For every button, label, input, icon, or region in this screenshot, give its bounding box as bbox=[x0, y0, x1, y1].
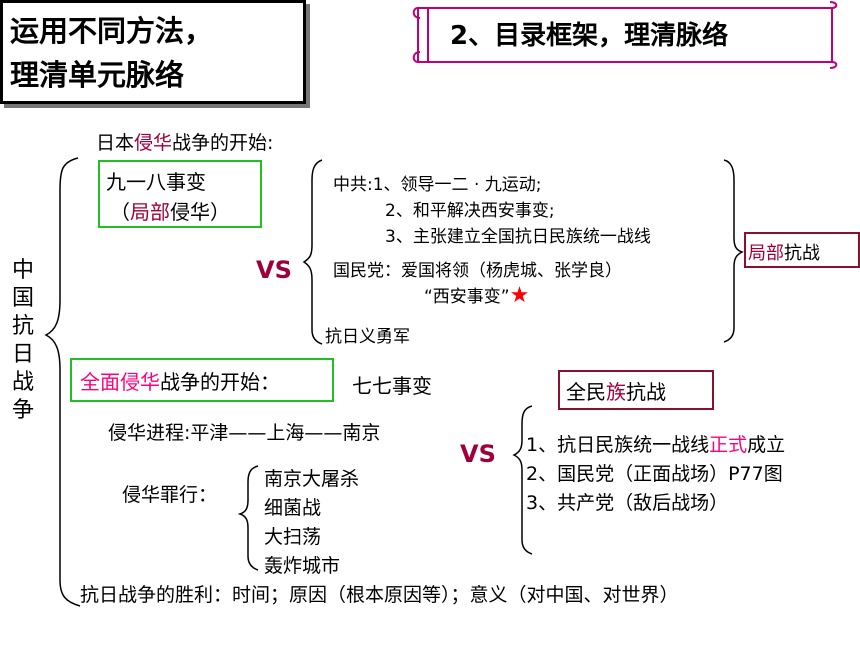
partial-text: 抗战 bbox=[784, 243, 820, 264]
point-3: 3、共产党（敌后战场） bbox=[526, 492, 729, 514]
star-icon: ★ bbox=[509, 283, 530, 308]
intro-text: 战争的开始: bbox=[172, 132, 274, 154]
national-text: 抗战 bbox=[626, 380, 666, 404]
mukden-incident-box bbox=[98, 160, 262, 228]
full-invasion-text: 战争的开始： bbox=[160, 370, 280, 394]
point-1-highlight: 正式 bbox=[709, 434, 748, 456]
vertical-char: 抗 bbox=[12, 314, 35, 339]
vs-label-1: VS bbox=[256, 256, 292, 284]
note-text: （ bbox=[110, 200, 130, 224]
point-1-text: 成立 bbox=[747, 434, 786, 456]
scroll-banner bbox=[412, 1, 838, 69]
intro-text: 日本 bbox=[96, 132, 135, 154]
national-highlight: 族 bbox=[606, 380, 626, 404]
crimes-label: 侵华罪行： bbox=[122, 484, 218, 506]
title-line-1: 运用不同方法， bbox=[10, 14, 214, 48]
full-invasion-highlight: 全面侵华 bbox=[80, 370, 160, 394]
vertical-char: 战 bbox=[12, 370, 35, 395]
volunteer-army: 抗日义勇军 bbox=[325, 327, 410, 347]
note-text: 侵华） bbox=[170, 200, 230, 224]
note-highlight: 局部 bbox=[130, 200, 170, 224]
crime-item: 大扫荡 bbox=[264, 526, 322, 548]
crime-item: 轰炸城市 bbox=[264, 555, 341, 577]
xian-incident: “西安事变” bbox=[424, 287, 510, 307]
invasion-progress: 侵华进程:平津——上海——南京 bbox=[108, 422, 381, 444]
mukden-incident-note: （局部侵华） bbox=[110, 196, 230, 225]
partial-highlight: 局部 bbox=[748, 243, 784, 264]
national-resistance-label: 全民族抗战 bbox=[566, 376, 666, 405]
kmt-line-2: “西安事变”★ bbox=[424, 282, 529, 308]
crime-item: 南京大屠杀 bbox=[264, 468, 360, 490]
vertical-char: 国 bbox=[12, 286, 35, 311]
intro-highlight: 侵华 bbox=[134, 132, 173, 154]
title-line-2: 理清单元脉络 bbox=[10, 58, 185, 92]
victory-line: 抗日战争的胜利：时间；原因（根本原因等）；意义（对中国、对世界） bbox=[80, 584, 679, 606]
mukden-incident-title: 九一八事变 bbox=[106, 170, 206, 194]
scroll-title: 2、目录框架，理清脉络 bbox=[450, 21, 729, 51]
full-invasion-label: 全面侵华战争的开始： bbox=[80, 366, 280, 395]
national-resistance-box bbox=[558, 370, 714, 410]
ccp-line-1: 中共:1、领导一二 · 九运动; bbox=[333, 175, 542, 195]
vertical-char: 日 bbox=[12, 342, 35, 367]
point-1-text: 1、抗日民族统一战线 bbox=[526, 434, 710, 456]
vertical-char: 中 bbox=[12, 258, 35, 283]
crime-item: 细菌战 bbox=[264, 497, 322, 519]
partial-resistance-box bbox=[744, 232, 860, 268]
part1-intro: 日本侵华战争的开始: bbox=[96, 128, 273, 155]
point-1: 1、抗日民族统一战线正式成立 bbox=[526, 430, 785, 457]
point-2: 2、国民党（正面战场）P77图 bbox=[526, 463, 783, 485]
ccp-line-3: 3、主张建立全国抗日民族统一战线 bbox=[385, 227, 651, 247]
full-invasion-box bbox=[70, 358, 334, 402]
national-text: 全民 bbox=[566, 380, 606, 404]
title-box bbox=[0, 0, 306, 104]
ccp-line-2: 2、和平解决西安事变; bbox=[385, 201, 555, 221]
vertical-char: 争 bbox=[12, 398, 35, 423]
marco-polo-incident: 七七事变 bbox=[352, 374, 432, 398]
vs-label-2: VS bbox=[460, 440, 496, 468]
kmt-line-1: 国民党：爱国将领（杨虎城、张学良） bbox=[333, 261, 622, 281]
partial-resistance-label: 局部抗战 bbox=[748, 239, 820, 265]
